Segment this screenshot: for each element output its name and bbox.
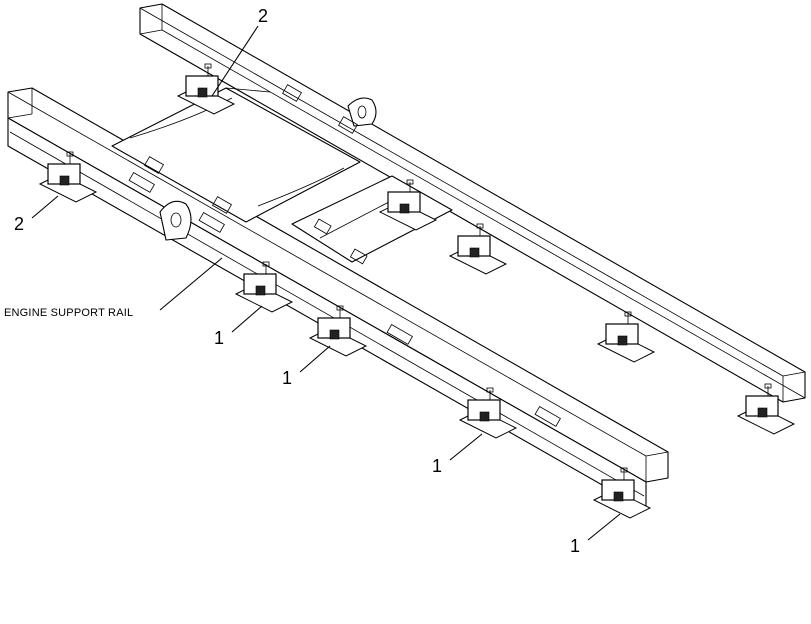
- leader-1d: [587, 513, 621, 541]
- engine-mount-1a: [234, 261, 294, 313]
- engine-mount-back-rail-3: [596, 311, 656, 363]
- engine-mount-1c: [458, 387, 518, 439]
- callout-1a: 1: [214, 328, 224, 348]
- lifting-eye-front: [159, 200, 192, 241]
- engine-support-rail-label: ENGINE SUPPORT RAIL: [4, 307, 133, 319]
- engine-mount-1b: [308, 305, 368, 357]
- callout-1b: 1: [282, 368, 292, 388]
- callout-2-left: 2: [14, 214, 24, 234]
- engine-mount-front-left: [38, 151, 98, 203]
- leader-1a: [231, 305, 263, 333]
- engine-mount-back-rail-4: [736, 383, 796, 435]
- callout-2-top: 2: [258, 6, 268, 26]
- callout-1c: 1: [432, 456, 442, 476]
- leader-1b: [299, 345, 331, 373]
- back-rail: [139, 3, 806, 403]
- engine-mount-1d: [592, 467, 652, 519]
- callout-1d: 1: [570, 536, 580, 556]
- engine-mount-back-rail-1: [378, 179, 438, 231]
- leader-engine-support-rail: [159, 257, 223, 311]
- engine-mount-rear-left: [176, 63, 236, 115]
- leader-2-top: [211, 25, 259, 97]
- engine-mount-back-rail-2: [448, 223, 508, 275]
- lifting-eye-rear: [347, 97, 377, 127]
- leader-2-left: [31, 195, 59, 219]
- cross-member-rear: [111, 87, 361, 223]
- leader-1c: [449, 433, 483, 461]
